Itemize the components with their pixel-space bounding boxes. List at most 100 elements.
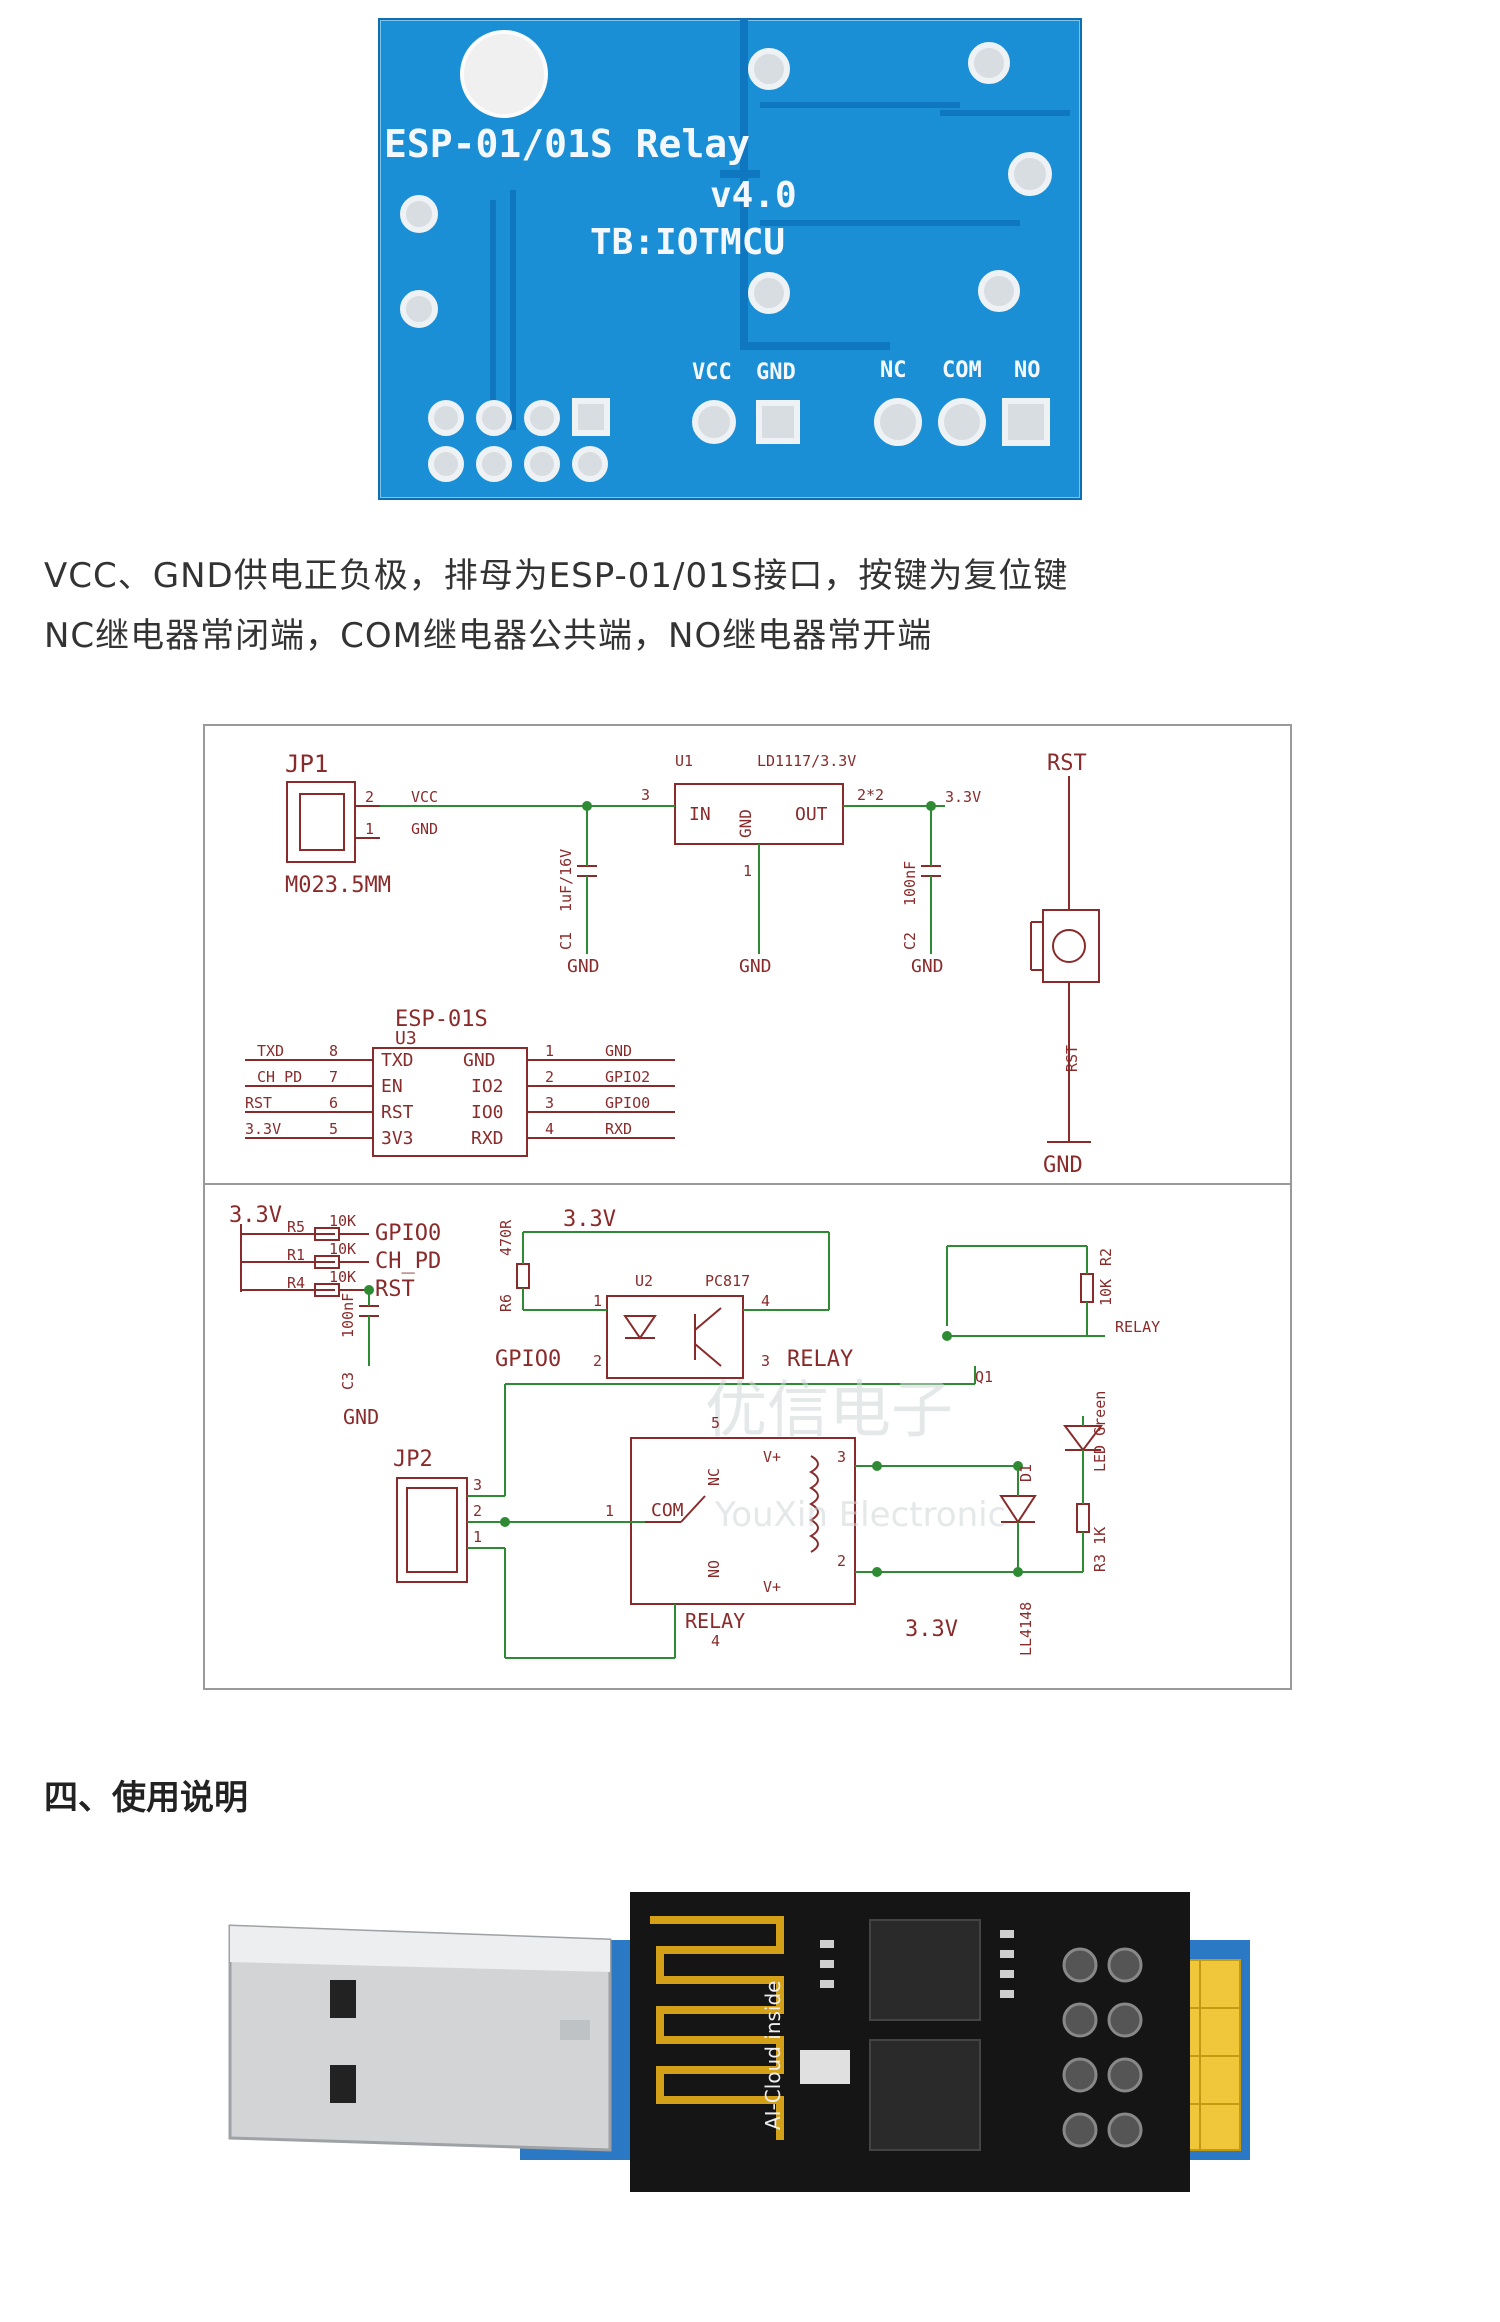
opto-pin-4: 4 (761, 1292, 770, 1310)
schematic-diagram: 优信电子 YouXin Electronic JP1 M023.5MM 2 1 … (203, 724, 1292, 1690)
opto-ref: U2 (635, 1272, 653, 1290)
rst-gnd: GND (1043, 1153, 1083, 1178)
c3-value: 100nF (339, 1293, 357, 1338)
net-chpd: CH_PD (375, 1249, 441, 1274)
usb-module-photo: AI-Cloud inside (220, 1880, 1260, 2220)
header-pad (428, 446, 464, 482)
q-ref: Q1 (975, 1368, 993, 1386)
net-rst: RST (375, 1277, 415, 1302)
r1-ref: R1 (287, 1246, 305, 1264)
relay-pad (748, 272, 790, 314)
jp2-pin-2: 2 (473, 1502, 482, 1520)
jp1-pin-1: 1 (365, 820, 374, 838)
r6-ref: R6 (497, 1294, 515, 1312)
relay-pad (968, 42, 1010, 84)
opto-pin-1: 1 (593, 1292, 602, 1310)
nc-pad (874, 398, 922, 446)
esp-net-rst: RST (245, 1094, 272, 1112)
esp-in-txd: TXD (381, 1050, 414, 1071)
relay-no: NO (705, 1560, 723, 1578)
r5-value: 10K (329, 1212, 356, 1230)
u1-gnd: GND (736, 809, 755, 838)
board-shop: TB:IOTMCU (590, 222, 786, 263)
r2-value: 10K (1097, 1279, 1115, 1306)
r4-value: 10K (329, 1268, 356, 1286)
esp-in-io2: IO2 (471, 1076, 504, 1097)
no-pad (1002, 398, 1050, 446)
c3-gnd: GND (343, 1405, 379, 1429)
header-pad (572, 446, 608, 482)
header-pad (524, 400, 560, 436)
pin-label-no: NO (1014, 358, 1041, 383)
header-pad (476, 400, 512, 436)
jp1-part: M023.5MM (285, 873, 391, 898)
jp2-ref: JP2 (393, 1447, 433, 1472)
esp-title: ESP-01S (395, 1007, 488, 1032)
c1-ref: C1 (557, 932, 575, 950)
u1-ref: U1 (675, 752, 693, 770)
d1-part: LL4148 (1017, 1602, 1035, 1656)
esp-pin-5: 5 (329, 1120, 338, 1138)
relay-nc: NC (705, 1468, 723, 1486)
relay-pin-5: 5 (711, 1414, 720, 1432)
opto-out-net: RELAY (787, 1347, 853, 1372)
relay-pin-3: 3 (837, 1448, 846, 1466)
switch-pad (400, 195, 438, 233)
u1-part: LD1117/3.3V (757, 752, 856, 770)
esp-pin-7: 7 (329, 1068, 338, 1086)
mount-hole (460, 30, 548, 118)
u1-pin-out: 2*2 (857, 786, 884, 804)
esp-pin-8: 8 (329, 1042, 338, 1060)
esp-in-io0: IO0 (471, 1102, 504, 1123)
esp-net-gnd: GND (605, 1042, 632, 1060)
pin-label-gnd: GND (756, 360, 796, 385)
esp-in-rxd: RXD (471, 1128, 504, 1149)
gnd-pad (756, 400, 800, 444)
c2-ref: C2 (901, 932, 919, 950)
led-label: LED Green (1091, 1391, 1109, 1472)
watermark-cn: 优信电子 (705, 1373, 953, 1446)
opto-in-net: GPIO0 (495, 1347, 561, 1372)
board-title: ESP-01/01S Relay (384, 122, 751, 166)
antenna-text: AI-Cloud inside (761, 1981, 785, 2131)
c3-ref: C3 (339, 1372, 357, 1390)
com-pad (938, 398, 986, 446)
esp-ref: U3 (395, 1028, 417, 1049)
esp-net-gpio2: GPIO2 (605, 1068, 650, 1086)
relay-pad (748, 48, 790, 90)
c2-value: 100nF (901, 861, 919, 906)
relay-supply: 3.3V (905, 1617, 958, 1642)
esp-pin-4: 4 (545, 1120, 554, 1138)
esp-in-rst: RST (381, 1102, 414, 1123)
header-pad (572, 398, 610, 436)
u1-pin-in: 3 (641, 786, 650, 804)
relay-com: COM (651, 1500, 684, 1521)
esp-net-gpio0: GPIO0 (605, 1094, 650, 1112)
relay-vplus-top: V+ (763, 1448, 781, 1466)
rst-net: RST (1063, 1045, 1081, 1072)
opto-pin-3: 3 (761, 1352, 770, 1370)
relay-pin-1: 1 (605, 1502, 614, 1520)
section-title: 四、使用说明 (44, 1778, 248, 1818)
u1-pin-gnd: 1 (743, 862, 752, 880)
esp-net-txd: TXD (257, 1042, 284, 1060)
esp-in-3v3: 3V3 (381, 1128, 414, 1149)
rst-label: RST (1047, 751, 1087, 776)
relay-pad (1008, 152, 1052, 196)
jp2-pin-1: 1 (473, 1528, 482, 1546)
pullup-supply: 3.3V (229, 1203, 282, 1228)
relay-pad (978, 270, 1020, 312)
header-pad (428, 400, 464, 436)
esp-net-rxd: RXD (605, 1120, 632, 1138)
c1-value: 1uF/16V (557, 849, 575, 912)
esp-in-gnd: GND (463, 1050, 496, 1071)
switch-pad (400, 290, 438, 328)
relay-label: RELAY (685, 1609, 745, 1633)
relay-pin-4: 4 (711, 1632, 720, 1650)
esp-pin-3: 3 (545, 1094, 554, 1112)
r5-ref: R5 (287, 1218, 305, 1236)
pin-label-nc: NC (880, 358, 907, 383)
relay-pcb-photo: ESP-01/01S Relay v4.0 TB:IOTMCU VCC GND … (378, 18, 1082, 500)
gnd-c2: GND (911, 956, 944, 977)
jp1-pin-2: 2 (365, 788, 374, 806)
